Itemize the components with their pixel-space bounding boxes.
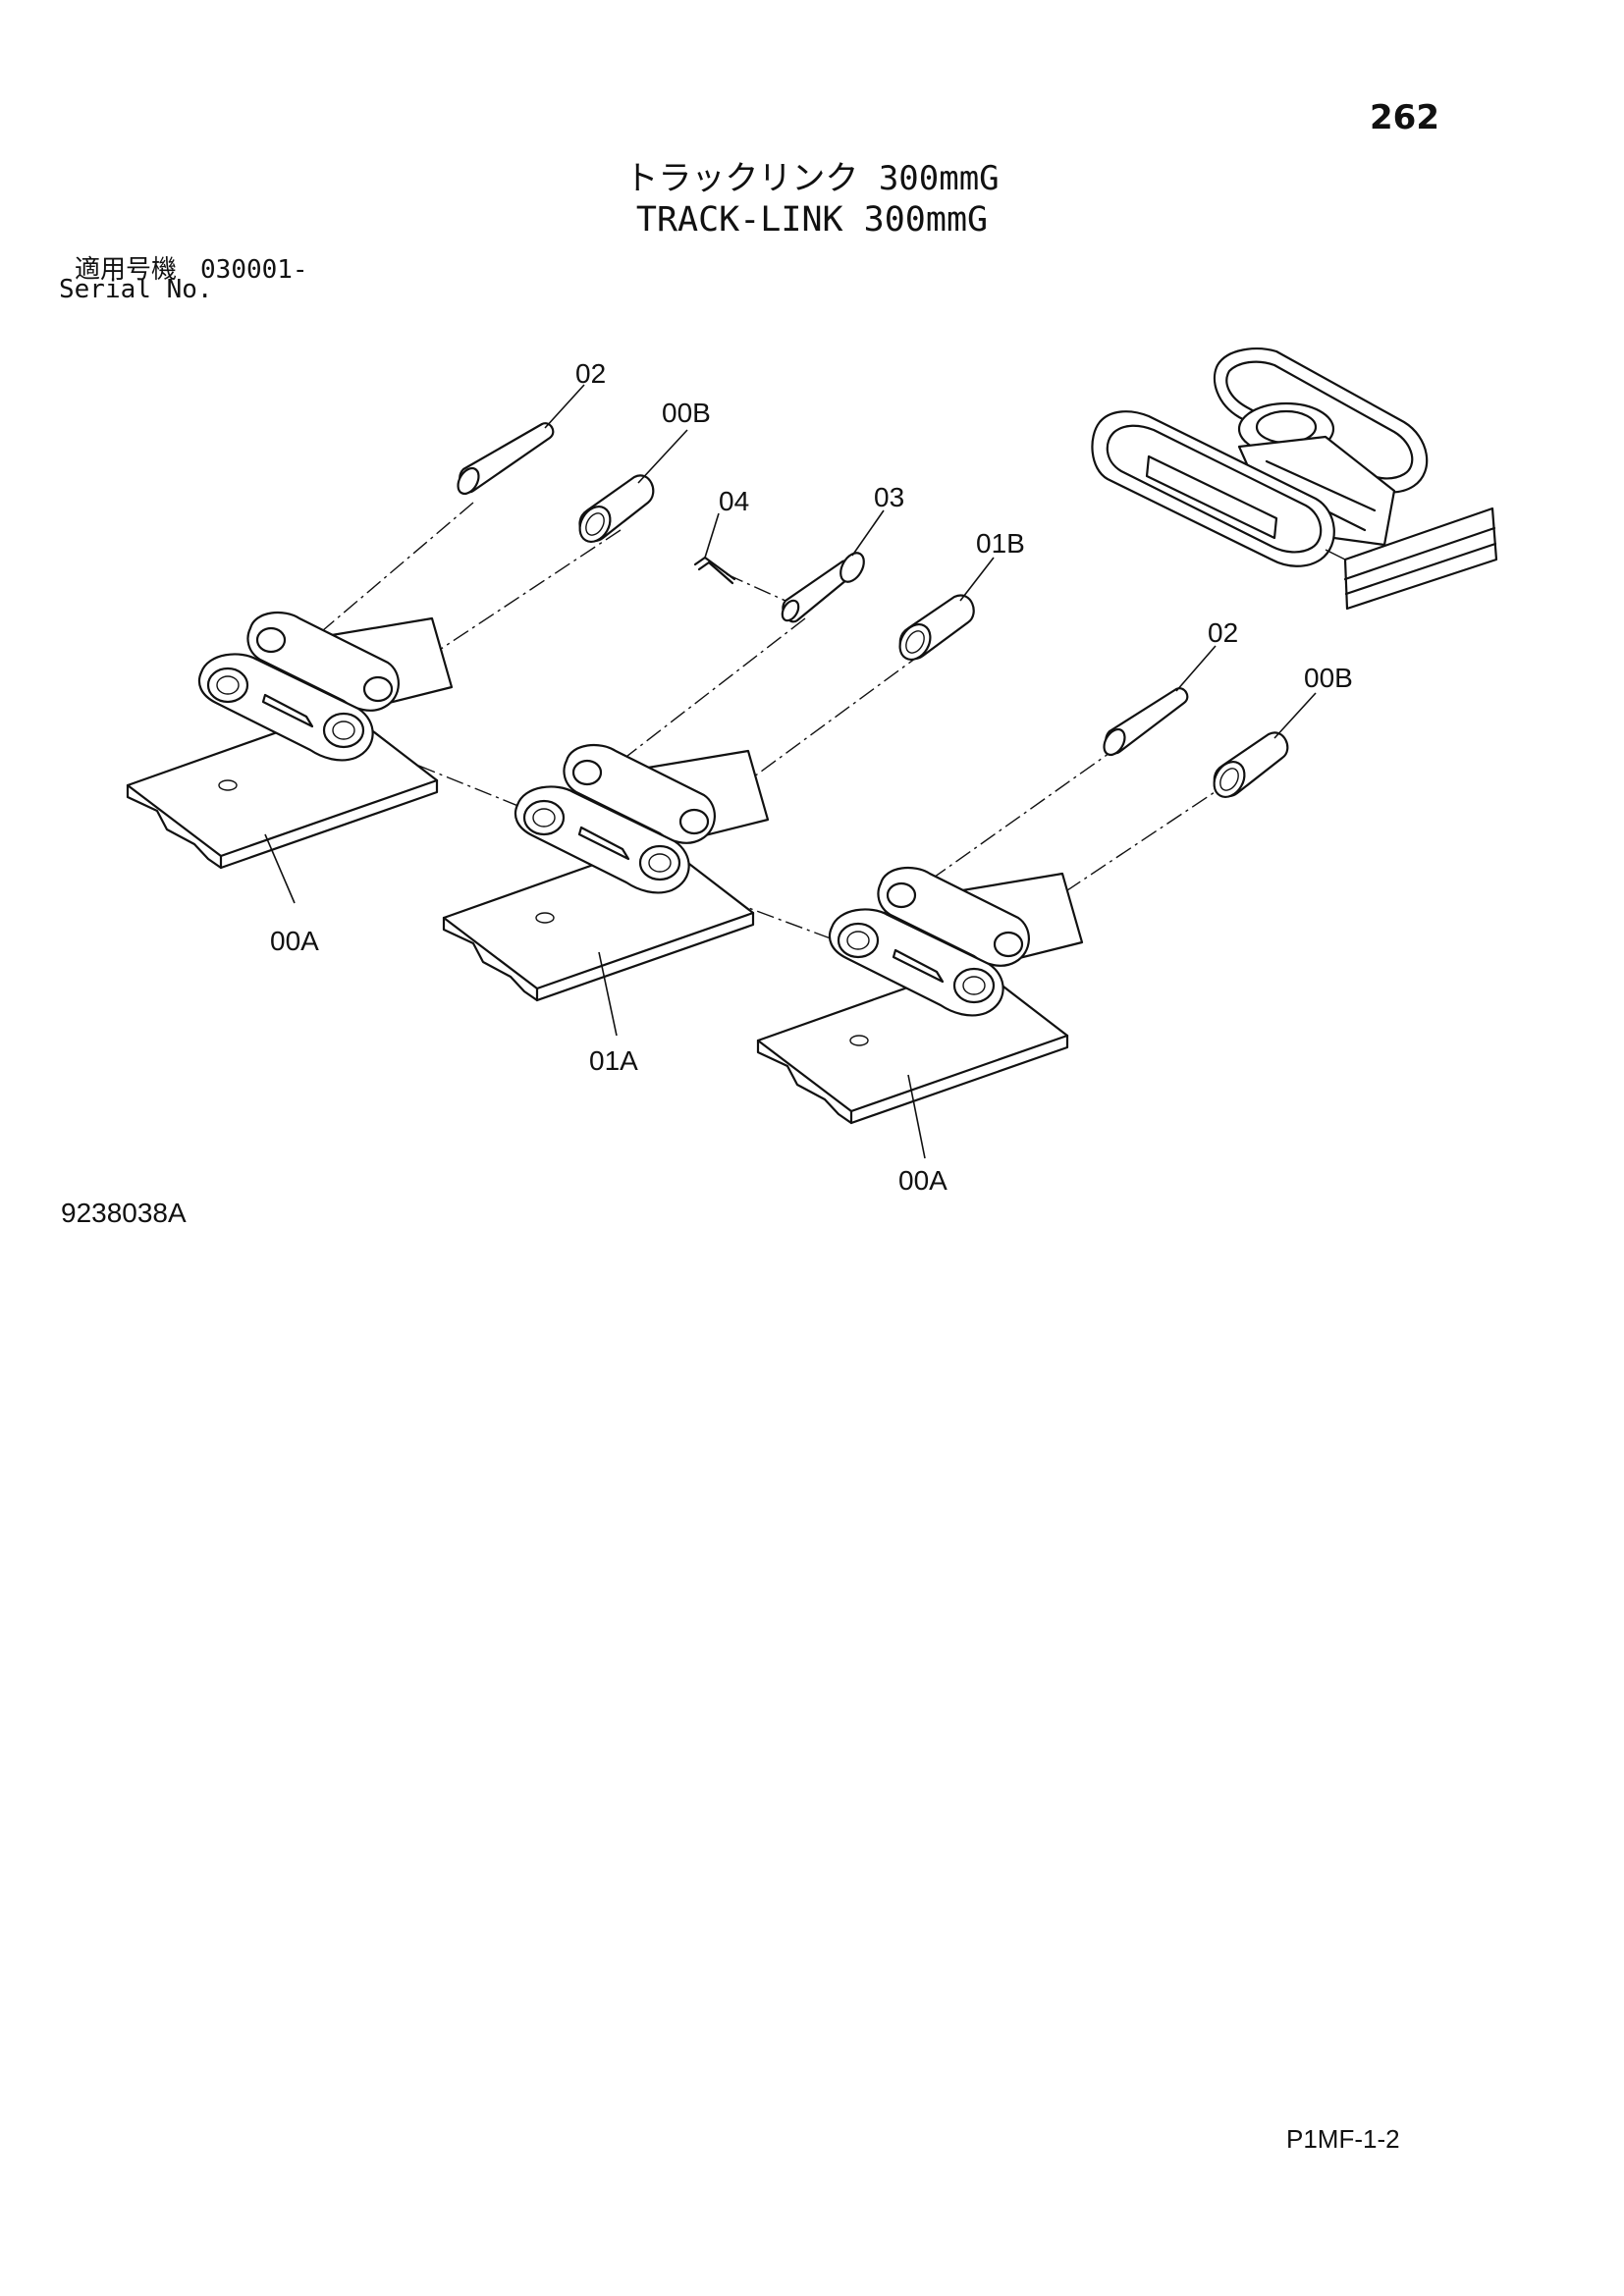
callout-bushing-upper: 00B	[662, 398, 711, 428]
bushing-upper	[578, 474, 655, 543]
page-code: P1MF-1-2	[1286, 2124, 1400, 2154]
page-title-english: TRACK-LINK 300mmG	[635, 200, 989, 240]
figure-code: 9238038A	[61, 1198, 187, 1228]
bushing-right	[1213, 731, 1289, 798]
callout-pin-upper: 02	[575, 358, 606, 389]
callout-bushing-right: 00B	[1304, 663, 1353, 693]
serial-label-japanese-row: 適用号機 030001-	[75, 249, 308, 286]
spring-pin	[693, 556, 736, 585]
exploded-parts-diagram: 02 00B 04 03 01B 02 00B 00A 01A 00A	[126, 347, 1498, 1196]
pin-right	[1103, 687, 1189, 757]
master-pin	[781, 552, 865, 623]
leader-lines	[264, 384, 1317, 1159]
machine-overview-illustration	[1091, 347, 1498, 611]
callout-master-bushing: 01B	[976, 528, 1025, 559]
callout-pin-right: 02	[1208, 617, 1238, 648]
callout-labels: 02 00B 04 03 01B 02 00B 00A 01A 00A	[270, 358, 1353, 1196]
callout-master-pin: 03	[874, 482, 904, 512]
track-link-master	[442, 744, 770, 1002]
track-link-right	[756, 867, 1084, 1125]
callout-master-link: 01A	[589, 1045, 638, 1076]
serial-number-value: 030001-	[200, 255, 308, 285]
track-link-left	[126, 612, 454, 870]
serial-label-english: Serial No.	[59, 275, 213, 304]
serial-label-japanese: 適用号機	[75, 255, 178, 285]
page-title-japanese: トラックリンク 300mmG	[624, 159, 1000, 198]
page-number: 262	[1370, 98, 1439, 137]
pin-upper	[457, 422, 555, 496]
callout-link-left: 00A	[270, 926, 319, 956]
assembly-lines	[249, 502, 1233, 948]
callout-link-right: 00A	[898, 1165, 947, 1196]
callout-spring-pin: 04	[719, 486, 749, 516]
master-bushing	[898, 594, 975, 661]
